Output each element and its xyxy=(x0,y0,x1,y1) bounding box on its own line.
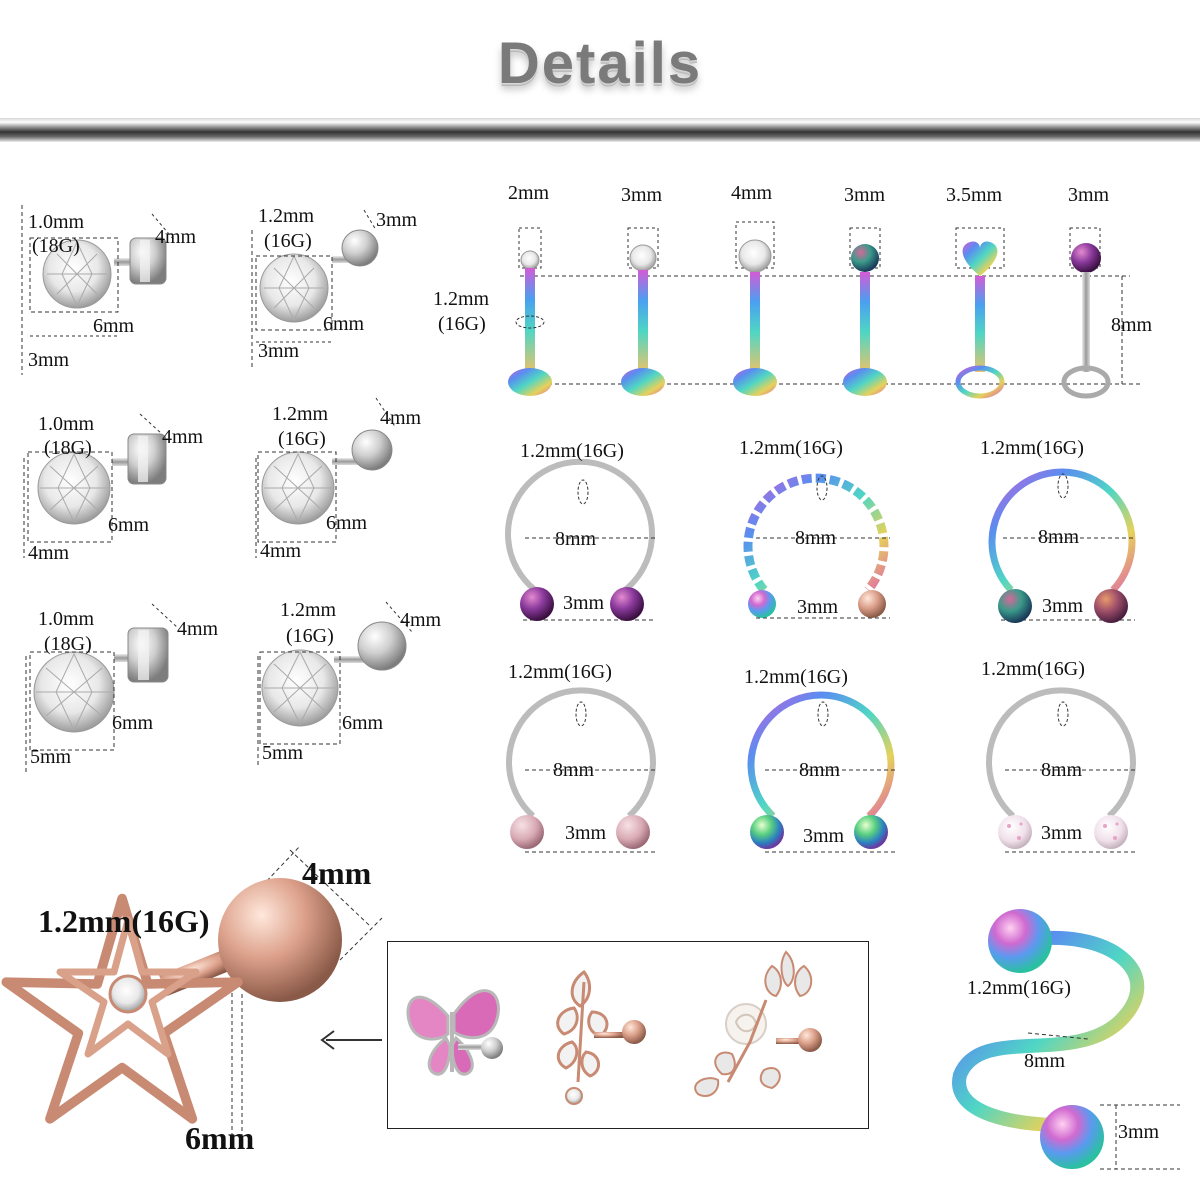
horseshoe-4-ball: 3mm xyxy=(565,822,607,844)
page-title: Details xyxy=(497,31,703,96)
labret-gauge: 1.2mm xyxy=(433,288,490,310)
stud-4-gauge: 1.2mm xyxy=(272,403,329,425)
horseshoe-6-drawing xyxy=(986,687,1136,853)
star-stud-gauge: 1.2mm(16G) xyxy=(38,903,210,939)
horseshoe-4-diameter: 8mm xyxy=(553,759,595,781)
leaf-vine-icon xyxy=(556,969,646,1105)
stud-earring-3-drawing xyxy=(23,413,167,558)
stud-4-gauge-g: (16G) xyxy=(278,428,326,450)
labret-6-top-size: 3mm xyxy=(1068,184,1110,206)
star-stud-drawing xyxy=(1,845,383,1146)
horseshoe-1-diameter: 8mm xyxy=(555,528,597,550)
stud-2-bar-length: 6mm xyxy=(323,313,365,335)
stud-2-gem-size: 3mm xyxy=(258,340,300,362)
horseshoe-2-ball: 3mm xyxy=(797,596,839,618)
twister-gauge: 1.2mm(16G) xyxy=(967,977,1071,999)
rose-flower-icon xyxy=(694,950,822,1098)
labret-length: 8mm xyxy=(1111,314,1153,336)
horseshoe-3-drawing xyxy=(988,468,1136,623)
labret-2-top-size: 3mm xyxy=(621,184,663,206)
stud-5-ball-size: 4mm xyxy=(177,618,219,640)
horseshoe-3-gauge: 1.2mm(16G) xyxy=(980,437,1084,459)
stud-3-gem-size: 4mm xyxy=(28,542,70,564)
horseshoe-1-drawing xyxy=(505,458,655,621)
labret-gauge-g: (16G) xyxy=(438,313,486,335)
butterfly-icon xyxy=(406,989,503,1076)
labret-set-drawing xyxy=(508,221,1140,399)
twister-ball: 3mm xyxy=(1118,1121,1160,1143)
horseshoe-3-diameter: 8mm xyxy=(1038,526,1080,548)
horseshoe-2-diameter: 8mm xyxy=(795,527,837,549)
stud-earring-6-drawing xyxy=(257,601,413,766)
stud-5-gauge: 1.0mm xyxy=(38,608,95,630)
horseshoe-5-drawing xyxy=(747,691,895,853)
stud-earring-5-drawing xyxy=(25,603,179,772)
stud-3-gauge: 1.0mm xyxy=(38,413,95,435)
star-stud-ball: 4mm xyxy=(302,855,372,891)
stud-6-gem-size: 5mm xyxy=(262,742,304,764)
horseshoe-5-gauge: 1.2mm(16G) xyxy=(744,666,848,688)
horseshoe-6-diameter: 8mm xyxy=(1041,759,1083,781)
stud-1-gem-size: 3mm xyxy=(28,349,70,371)
stud-5-gem-size: 5mm xyxy=(30,746,72,768)
labret-5-top-size: 3.5mm xyxy=(946,184,1003,206)
stud-4-ball-size: 4mm xyxy=(380,407,422,429)
stud-3-bar-length: 6mm xyxy=(108,514,150,536)
horseshoe-4-drawing xyxy=(506,687,656,853)
horseshoe-6-gauge: 1.2mm(16G) xyxy=(981,658,1085,680)
horseshoe-4-gauge: 1.2mm(16G) xyxy=(508,661,612,683)
star-stud-bar: 6mm xyxy=(185,1120,255,1156)
twister-spiral-drawing xyxy=(952,909,1180,1170)
horseshoe-1-gauge: 1.2mm(16G) xyxy=(520,440,624,462)
stud-5-bar-length: 6mm xyxy=(112,712,154,734)
stud-earring-1-drawing xyxy=(21,205,175,375)
stud-6-bar-length: 6mm xyxy=(342,712,384,734)
labret-4-top-size: 3mm xyxy=(844,184,886,206)
horseshoe-2-gauge: 1.2mm(16G) xyxy=(739,437,843,459)
alternate-top-options-drawing xyxy=(406,950,822,1105)
twister-length: 8mm xyxy=(1024,1050,1066,1072)
stud-3-ball-size: 4mm xyxy=(162,426,204,448)
horseshoe-3-ball: 3mm xyxy=(1042,595,1084,617)
stud-1-gauge: 1.0mm xyxy=(28,211,85,233)
stud-2-gauge: 1.2mm xyxy=(258,205,315,227)
stud-1-ball-size: 4mm xyxy=(155,226,197,248)
stud-1-bar-length: 6mm xyxy=(93,315,135,337)
alternate-top-options-box xyxy=(387,941,869,1129)
stud-3-gauge-g: (18G) xyxy=(44,437,92,459)
stud-6-ball-size: 4mm xyxy=(400,609,442,631)
horseshoe-1-ball: 3mm xyxy=(563,592,605,614)
stud-1-gauge-g: (18G) xyxy=(32,235,80,257)
labret-1-top-size: 2mm xyxy=(508,182,550,204)
stud-4-bar-length: 6mm xyxy=(326,512,368,534)
horseshoe-2-drawing xyxy=(743,473,890,619)
horseshoe-5-diameter: 8mm xyxy=(799,759,841,781)
title-divider-bar xyxy=(0,118,1200,142)
stud-earring-4-drawing xyxy=(255,397,397,558)
left-arrow-icon xyxy=(320,1030,382,1050)
stud-5-gauge-g: (18G) xyxy=(44,633,92,655)
stud-4-gem-size: 4mm xyxy=(260,540,302,562)
stud-6-gauge: 1.2mm xyxy=(280,599,337,621)
labret-3-top-size: 4mm xyxy=(731,182,773,204)
horseshoe-6-ball: 3mm xyxy=(1041,822,1083,844)
horseshoe-5-ball: 3mm xyxy=(803,825,845,847)
stud-6-gauge-g: (16G) xyxy=(286,625,334,647)
stud-earring-2-drawing xyxy=(251,209,379,370)
stud-2-gauge-g: (16G) xyxy=(264,230,312,252)
stud-2-ball-size: 3mm xyxy=(376,209,418,231)
